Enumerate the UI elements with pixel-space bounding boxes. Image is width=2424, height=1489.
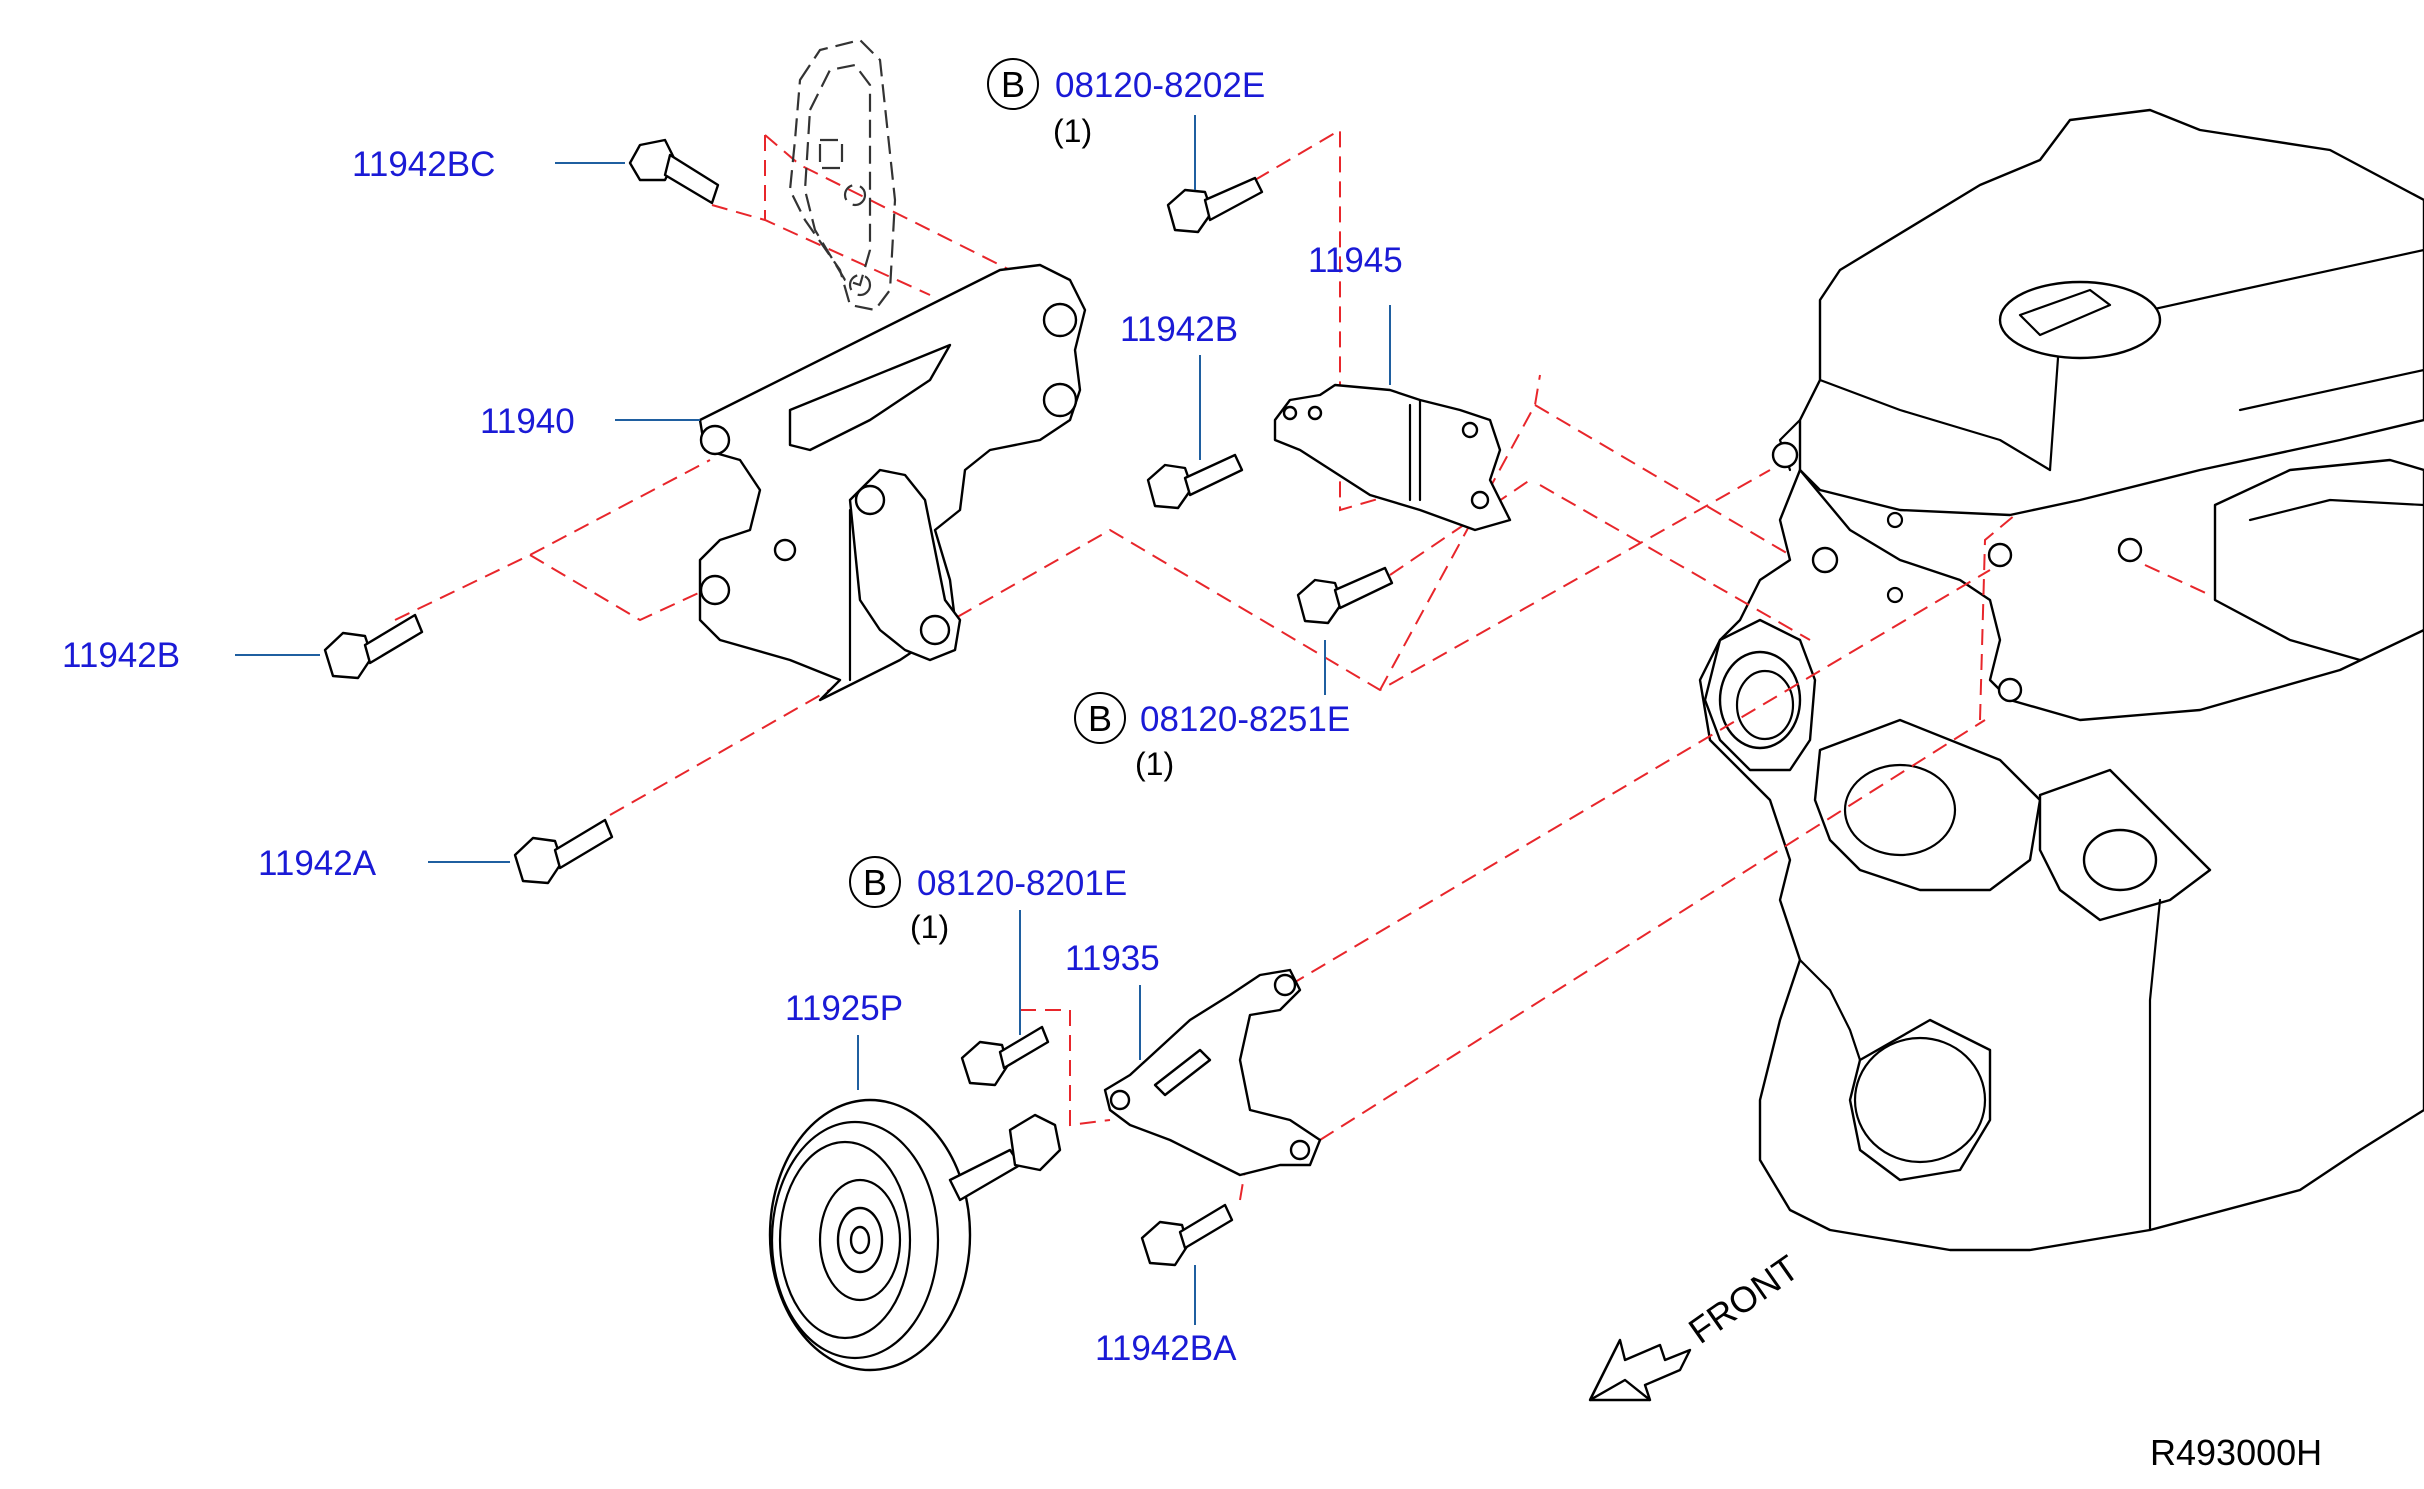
callout-circle-8251e: B: [1074, 692, 1126, 744]
quantity-labels: (1) (1) (1): [910, 113, 1174, 945]
label-11942b-left[interactable]: 11942B: [62, 636, 180, 675]
front-label: FRONT: [1681, 1247, 1806, 1352]
qty-08120-8201e: (1): [910, 909, 949, 945]
leader-lines: [235, 115, 1391, 1325]
bolt-11942b-mid[interactable]: [1146, 453, 1244, 510]
bolt-11942bc[interactable]: [628, 138, 720, 205]
label-11935[interactable]: 11935: [1065, 939, 1160, 978]
bracket-11940[interactable]: [698, 263, 1087, 702]
front-arrow-icon: [1588, 1338, 1692, 1402]
bolt-08120-8201e[interactable]: [960, 1025, 1050, 1087]
label-08120-8202e[interactable]: 08120-8202E: [1055, 66, 1265, 105]
pulley-11925p[interactable]: [768, 1098, 1062, 1372]
bolt-11942b-left[interactable]: [323, 613, 424, 680]
label-11942ba[interactable]: 11942BA: [1095, 1329, 1237, 1368]
phantom-lines: [394, 128, 2211, 1201]
label-11942bc[interactable]: 11942BC: [352, 145, 495, 184]
bracket-11945[interactable]: [1273, 383, 1512, 532]
alternator-ghost: [788, 38, 897, 312]
label-11942b-mid[interactable]: 11942B: [1120, 310, 1238, 349]
label-11945[interactable]: 11945: [1308, 241, 1403, 280]
qty-08120-8202e: (1): [1053, 113, 1092, 149]
qty-08120-8251e: (1): [1135, 746, 1174, 782]
callout-letter: B: [863, 862, 887, 903]
bolt-08120-8202e[interactable]: [1166, 176, 1264, 234]
label-11925p[interactable]: 11925P: [785, 989, 903, 1028]
callout-circle-8202e: B: [987, 58, 1039, 110]
label-11942a[interactable]: 11942A: [258, 844, 377, 883]
bracket-11935[interactable]: [1103, 968, 1322, 1177]
label-11940[interactable]: 11940: [480, 402, 575, 441]
engine-block: [1698, 108, 2424, 1252]
callout-circle-8201e: B: [849, 856, 901, 908]
callout-letter: B: [1001, 64, 1025, 105]
label-08120-8251e[interactable]: 08120-8251E: [1140, 700, 1350, 739]
bolt-11942ba[interactable]: [1140, 1203, 1234, 1267]
label-08120-8201e[interactable]: 08120-8201E: [917, 864, 1127, 903]
bolt-11942a[interactable]: [513, 818, 614, 885]
bolt-08120-8251e[interactable]: [1296, 566, 1394, 625]
diagram-code: R493000H: [2150, 1432, 2322, 1473]
part-labels: 11942BC 11940 11942B 11942A 08120-8202E …: [62, 66, 1403, 1368]
callout-letter: B: [1088, 698, 1112, 739]
